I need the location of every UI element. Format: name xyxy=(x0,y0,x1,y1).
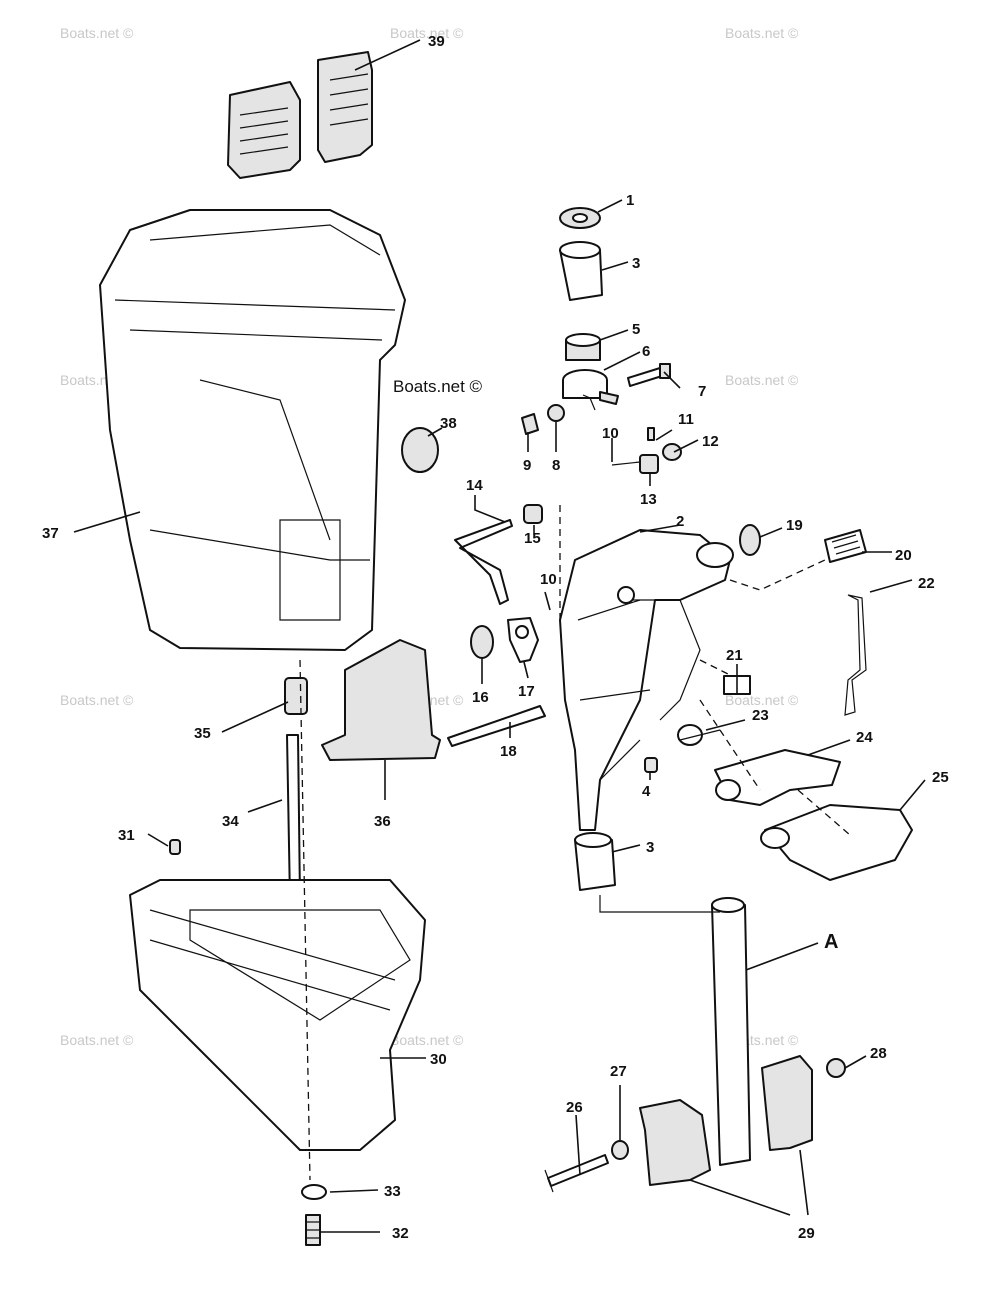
watermark: Boats.net © xyxy=(725,692,799,708)
watermark: Boats.net © xyxy=(725,25,799,41)
part-23-clip xyxy=(677,724,721,746)
callout-6: 6 xyxy=(642,343,650,360)
callout-29: 29 xyxy=(798,1225,815,1242)
callout-39: 39 xyxy=(428,33,445,50)
watermark: Boats.net © xyxy=(390,25,464,41)
callout-36: 36 xyxy=(374,813,391,830)
callout-26: 26 xyxy=(566,1099,583,1116)
part-32-screw xyxy=(305,1214,321,1246)
callout-8: 8 xyxy=(552,457,560,474)
callout-31: 31 xyxy=(118,827,135,844)
part-16-washer xyxy=(470,625,494,659)
callout-28: 28 xyxy=(870,1045,887,1062)
part-11-pin xyxy=(647,427,655,441)
part-3-bushing-upper xyxy=(559,241,603,301)
callout-3-lower: 3 xyxy=(646,839,654,856)
callout-22: 22 xyxy=(918,575,935,592)
part-22-spring xyxy=(844,594,867,716)
part-13-block xyxy=(611,454,659,474)
part-26-bolt xyxy=(544,1154,609,1193)
callout-19: 19 xyxy=(786,517,803,534)
part-27-washer xyxy=(611,1140,629,1160)
callout-18: 18 xyxy=(500,743,517,760)
part-36-block xyxy=(321,639,441,761)
callout-23: 23 xyxy=(752,707,769,724)
watermark: Boats.net © xyxy=(60,1032,134,1048)
callout-38: 38 xyxy=(440,415,457,432)
callout-10-lower: 10 xyxy=(540,571,557,588)
watermark: Boats.net © xyxy=(725,372,799,388)
callout-24: 24 xyxy=(856,729,873,746)
watermark: Boats.net © xyxy=(390,1032,464,1048)
part-A-tube xyxy=(711,897,751,1166)
part-1-washer xyxy=(559,207,601,229)
part-4-fitting xyxy=(644,757,658,773)
part-5-bushing xyxy=(565,333,601,361)
callout-34: 34 xyxy=(222,813,239,830)
part-2-swivel-bracket xyxy=(559,529,734,831)
callout-20: 20 xyxy=(895,547,912,564)
callout-25: 25 xyxy=(932,769,949,786)
callout-33: 33 xyxy=(384,1183,401,1200)
part-34-tube xyxy=(286,734,301,901)
callout-7: 7 xyxy=(698,383,706,400)
part-39-covers xyxy=(227,51,373,179)
callout-4: 4 xyxy=(642,783,651,800)
callout-10-upper: 10 xyxy=(602,425,619,442)
part-7-bolt xyxy=(627,363,671,387)
callout-30: 30 xyxy=(430,1051,447,1068)
part-14-rod xyxy=(454,519,513,605)
part-8-nut xyxy=(547,404,565,422)
part-6-clamp xyxy=(562,369,619,405)
callout-11: 11 xyxy=(678,411,694,428)
callout-12: 12 xyxy=(702,433,719,450)
callout-32: 32 xyxy=(392,1225,409,1242)
part-25-bracket xyxy=(760,804,913,881)
callout-1: 1 xyxy=(626,192,634,209)
callout-27: 27 xyxy=(610,1063,627,1080)
part-17-lever xyxy=(507,617,539,663)
callout-35: 35 xyxy=(194,725,211,742)
callout-3: 3 xyxy=(632,255,640,272)
part-15-bushing xyxy=(523,504,543,524)
callout-14: 14 xyxy=(466,477,483,494)
part-20-decal xyxy=(824,529,867,563)
part-3-bushing-lower xyxy=(574,832,616,891)
watermark: Boats.net © xyxy=(60,25,134,41)
callout-9: 9 xyxy=(523,457,531,474)
callout-15: 15 xyxy=(524,530,541,547)
callout-17: 17 xyxy=(518,683,535,700)
callout-2: 2 xyxy=(676,513,684,530)
part-12-nut xyxy=(662,443,682,461)
callout-A: A xyxy=(824,931,838,953)
part-9-washer xyxy=(521,413,539,435)
leader-lines xyxy=(73,39,926,1233)
part-30-lower-housing xyxy=(129,879,426,1151)
part-18-pin xyxy=(447,705,546,747)
part-24-bracket xyxy=(714,749,841,806)
part-31-pin xyxy=(169,839,181,855)
callouts: 1 3 5 6 7 8 9 10 11 12 13 14 15 2 19 20 … xyxy=(42,33,949,1242)
callout-21: 21 xyxy=(726,647,743,664)
part-38-plug xyxy=(401,427,439,473)
watermark: Boats.net © xyxy=(60,692,134,708)
part-29-clamp-halves xyxy=(639,1055,813,1186)
callout-13: 13 xyxy=(640,491,657,508)
part-28-nut xyxy=(826,1058,846,1078)
brand-label: Boats.net © xyxy=(393,377,483,396)
part-37-driveshaft-housing xyxy=(99,209,406,651)
part-33-washer xyxy=(301,1184,327,1200)
callout-16: 16 xyxy=(472,689,489,706)
part-19-disc xyxy=(739,524,761,556)
part-35-grommet xyxy=(284,677,308,715)
callout-37: 37 xyxy=(42,525,59,542)
callout-5: 5 xyxy=(632,321,640,338)
